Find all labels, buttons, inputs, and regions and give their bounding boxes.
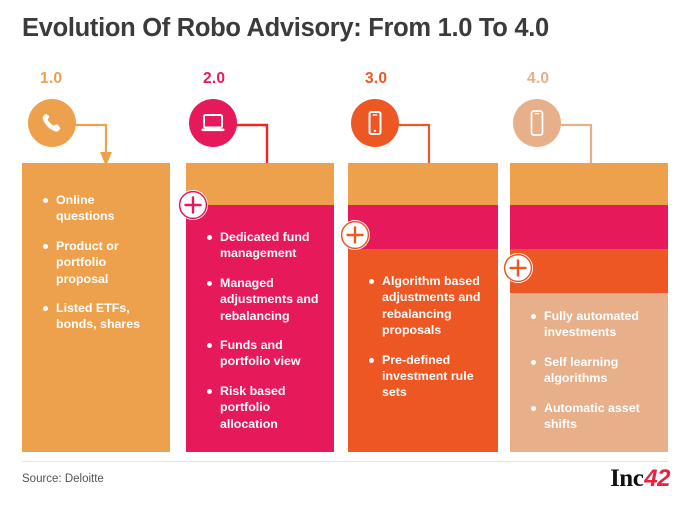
- smartphone-icon: [364, 110, 386, 136]
- plus-badge-4[interactable]: [503, 253, 533, 283]
- stage-column-3: Algorithm based adjustments and rebalanc…: [348, 163, 498, 452]
- list-item: Pre-defined investment rule sets: [368, 352, 488, 401]
- band-4-4: [510, 293, 668, 452]
- plus-icon: [340, 220, 370, 250]
- stage-number-2: 2.0: [203, 70, 226, 87]
- stage-bands-2: [186, 163, 334, 452]
- stage-icon-circle-4: [513, 99, 561, 147]
- band-3-2: [348, 205, 498, 249]
- stage-column-1: Online questions Product or portfolio pr…: [22, 163, 170, 452]
- stage-column-4: Fully automated investments Self learnin…: [510, 163, 668, 452]
- source-label: Source: Deloitte: [22, 473, 104, 485]
- band-4-2: [510, 205, 668, 249]
- stage-icon-circle-3: [351, 99, 399, 147]
- band-2-1: [186, 163, 334, 205]
- phone-handset-icon: [40, 111, 64, 135]
- stage-icon-circle-2: [189, 99, 237, 147]
- stage-icon-circle-1: [28, 99, 76, 147]
- logo-42-text: 42: [644, 465, 670, 492]
- stage-number-1: 1.0: [40, 70, 63, 87]
- connector-arrow-1: [72, 123, 112, 166]
- list-item: Self learning algorithms: [530, 354, 654, 387]
- list-item: Risk based portfolio allocation: [206, 383, 322, 432]
- list-item: Online questions: [42, 192, 154, 225]
- list-item: Funds and portfolio view: [206, 337, 322, 370]
- page-title: Evolution Of Robo Advisory: From 1.0 To …: [22, 14, 549, 42]
- band-2-2: [186, 205, 334, 452]
- plus-icon: [178, 190, 208, 220]
- stage-column-2: Dedicated fund management Managed adjust…: [186, 163, 334, 452]
- footer-divider: [22, 461, 668, 462]
- stage-bullets-1: Online questions Product or portfolio pr…: [42, 192, 154, 333]
- stage-number-4: 4.0: [527, 70, 550, 87]
- band-4-3: [510, 249, 668, 293]
- laptop-icon: [200, 111, 226, 135]
- list-item: Algorithm based adjustments and rebalanc…: [368, 273, 488, 339]
- list-item: Managed adjustments and rebalancing: [206, 275, 322, 324]
- list-item: Product or portfolio proposal: [42, 238, 154, 287]
- plus-badge-2[interactable]: [178, 190, 208, 220]
- stage-bullets-4: Fully automated investments Self learnin…: [530, 308, 654, 432]
- band-4-1: [510, 163, 668, 205]
- plus-badge-3[interactable]: [340, 220, 370, 250]
- list-item: Dedicated fund management: [206, 229, 322, 262]
- list-item: Automatic asset shifts: [530, 400, 654, 433]
- smartphone-outline-icon: [527, 109, 547, 137]
- stage-number-3: 3.0: [365, 70, 388, 87]
- list-item: Fully automated investments: [530, 308, 654, 341]
- stage-bullets-3: Algorithm based adjustments and rebalanc…: [368, 273, 488, 401]
- logo-inc-text: Inc: [610, 465, 644, 492]
- stage-bullets-2: Dedicated fund management Managed adjust…: [206, 229, 322, 432]
- list-item: Listed ETFs, bonds, shares: [42, 300, 154, 333]
- inc42-logo: Inc 42: [610, 466, 670, 491]
- stage-bands-4: [510, 163, 668, 452]
- band-3-1: [348, 163, 498, 205]
- plus-icon: [503, 253, 533, 283]
